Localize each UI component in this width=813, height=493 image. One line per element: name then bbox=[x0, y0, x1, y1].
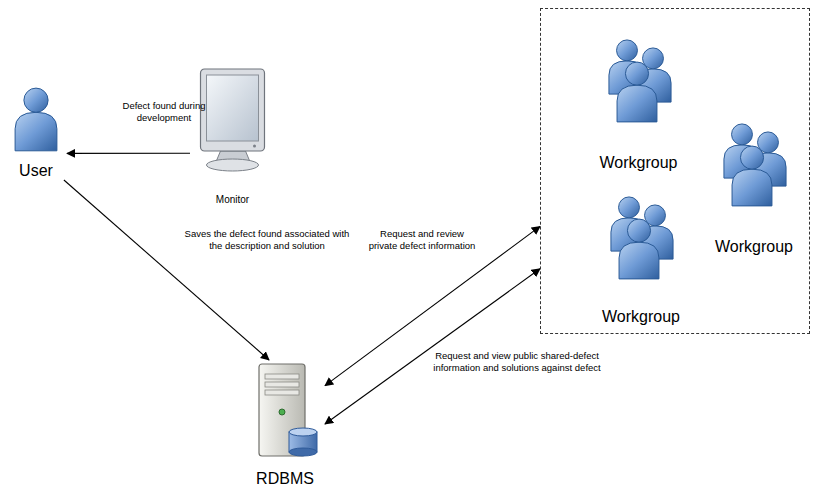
group-node: Workgroup bbox=[581, 37, 696, 172]
person-head bbox=[616, 40, 637, 61]
node-label: User bbox=[19, 162, 53, 180]
connector-arrow bbox=[325, 226, 540, 385]
person-body bbox=[619, 242, 659, 279]
node-label: RDBMS bbox=[256, 470, 314, 488]
connector-label: Saves the defect found associated with t… bbox=[182, 228, 352, 252]
person-head bbox=[732, 124, 753, 145]
person-head bbox=[625, 62, 648, 85]
group-illustration bbox=[699, 121, 809, 209]
person-body bbox=[15, 112, 57, 151]
group-node: Workgroup bbox=[586, 194, 696, 326]
server-node: RDBMS bbox=[245, 360, 325, 488]
group-region: WorkgroupWorkgroupWorkgroup bbox=[540, 8, 810, 334]
user-illustration bbox=[6, 85, 66, 153]
person-body bbox=[617, 85, 657, 122]
node-label: Workgroup bbox=[602, 308, 680, 326]
user-node: User bbox=[5, 85, 67, 180]
monitor-illustration bbox=[190, 65, 275, 175]
group-icon bbox=[608, 40, 670, 122]
monitor-icon bbox=[200, 69, 264, 171]
monitor-node: Monitor bbox=[190, 65, 275, 205]
node-label: Workgroup bbox=[715, 238, 793, 256]
person-body bbox=[732, 169, 772, 206]
connector-arrow bbox=[64, 180, 269, 360]
server-illustration bbox=[245, 360, 325, 460]
group-illustration bbox=[581, 37, 696, 125]
person-head bbox=[627, 219, 650, 242]
user-icon bbox=[15, 88, 57, 151]
person-head bbox=[619, 197, 640, 218]
connector-label: Defect found during development bbox=[108, 100, 220, 124]
person-head bbox=[740, 146, 763, 169]
connector-label: Request and view public shared-defect in… bbox=[432, 350, 602, 374]
node-label: Monitor bbox=[216, 194, 249, 206]
group-illustration bbox=[586, 194, 696, 282]
connector-arrow bbox=[67, 153, 190, 154]
connector-label: Request and review private defect inform… bbox=[367, 228, 477, 252]
person-head bbox=[24, 88, 48, 112]
server-icon bbox=[259, 364, 317, 456]
group-icon bbox=[724, 124, 786, 206]
node-label: Workgroup bbox=[600, 154, 678, 172]
group-node: Workgroup bbox=[699, 121, 809, 256]
group-icon bbox=[611, 197, 673, 279]
connector-arrow bbox=[325, 269, 540, 424]
